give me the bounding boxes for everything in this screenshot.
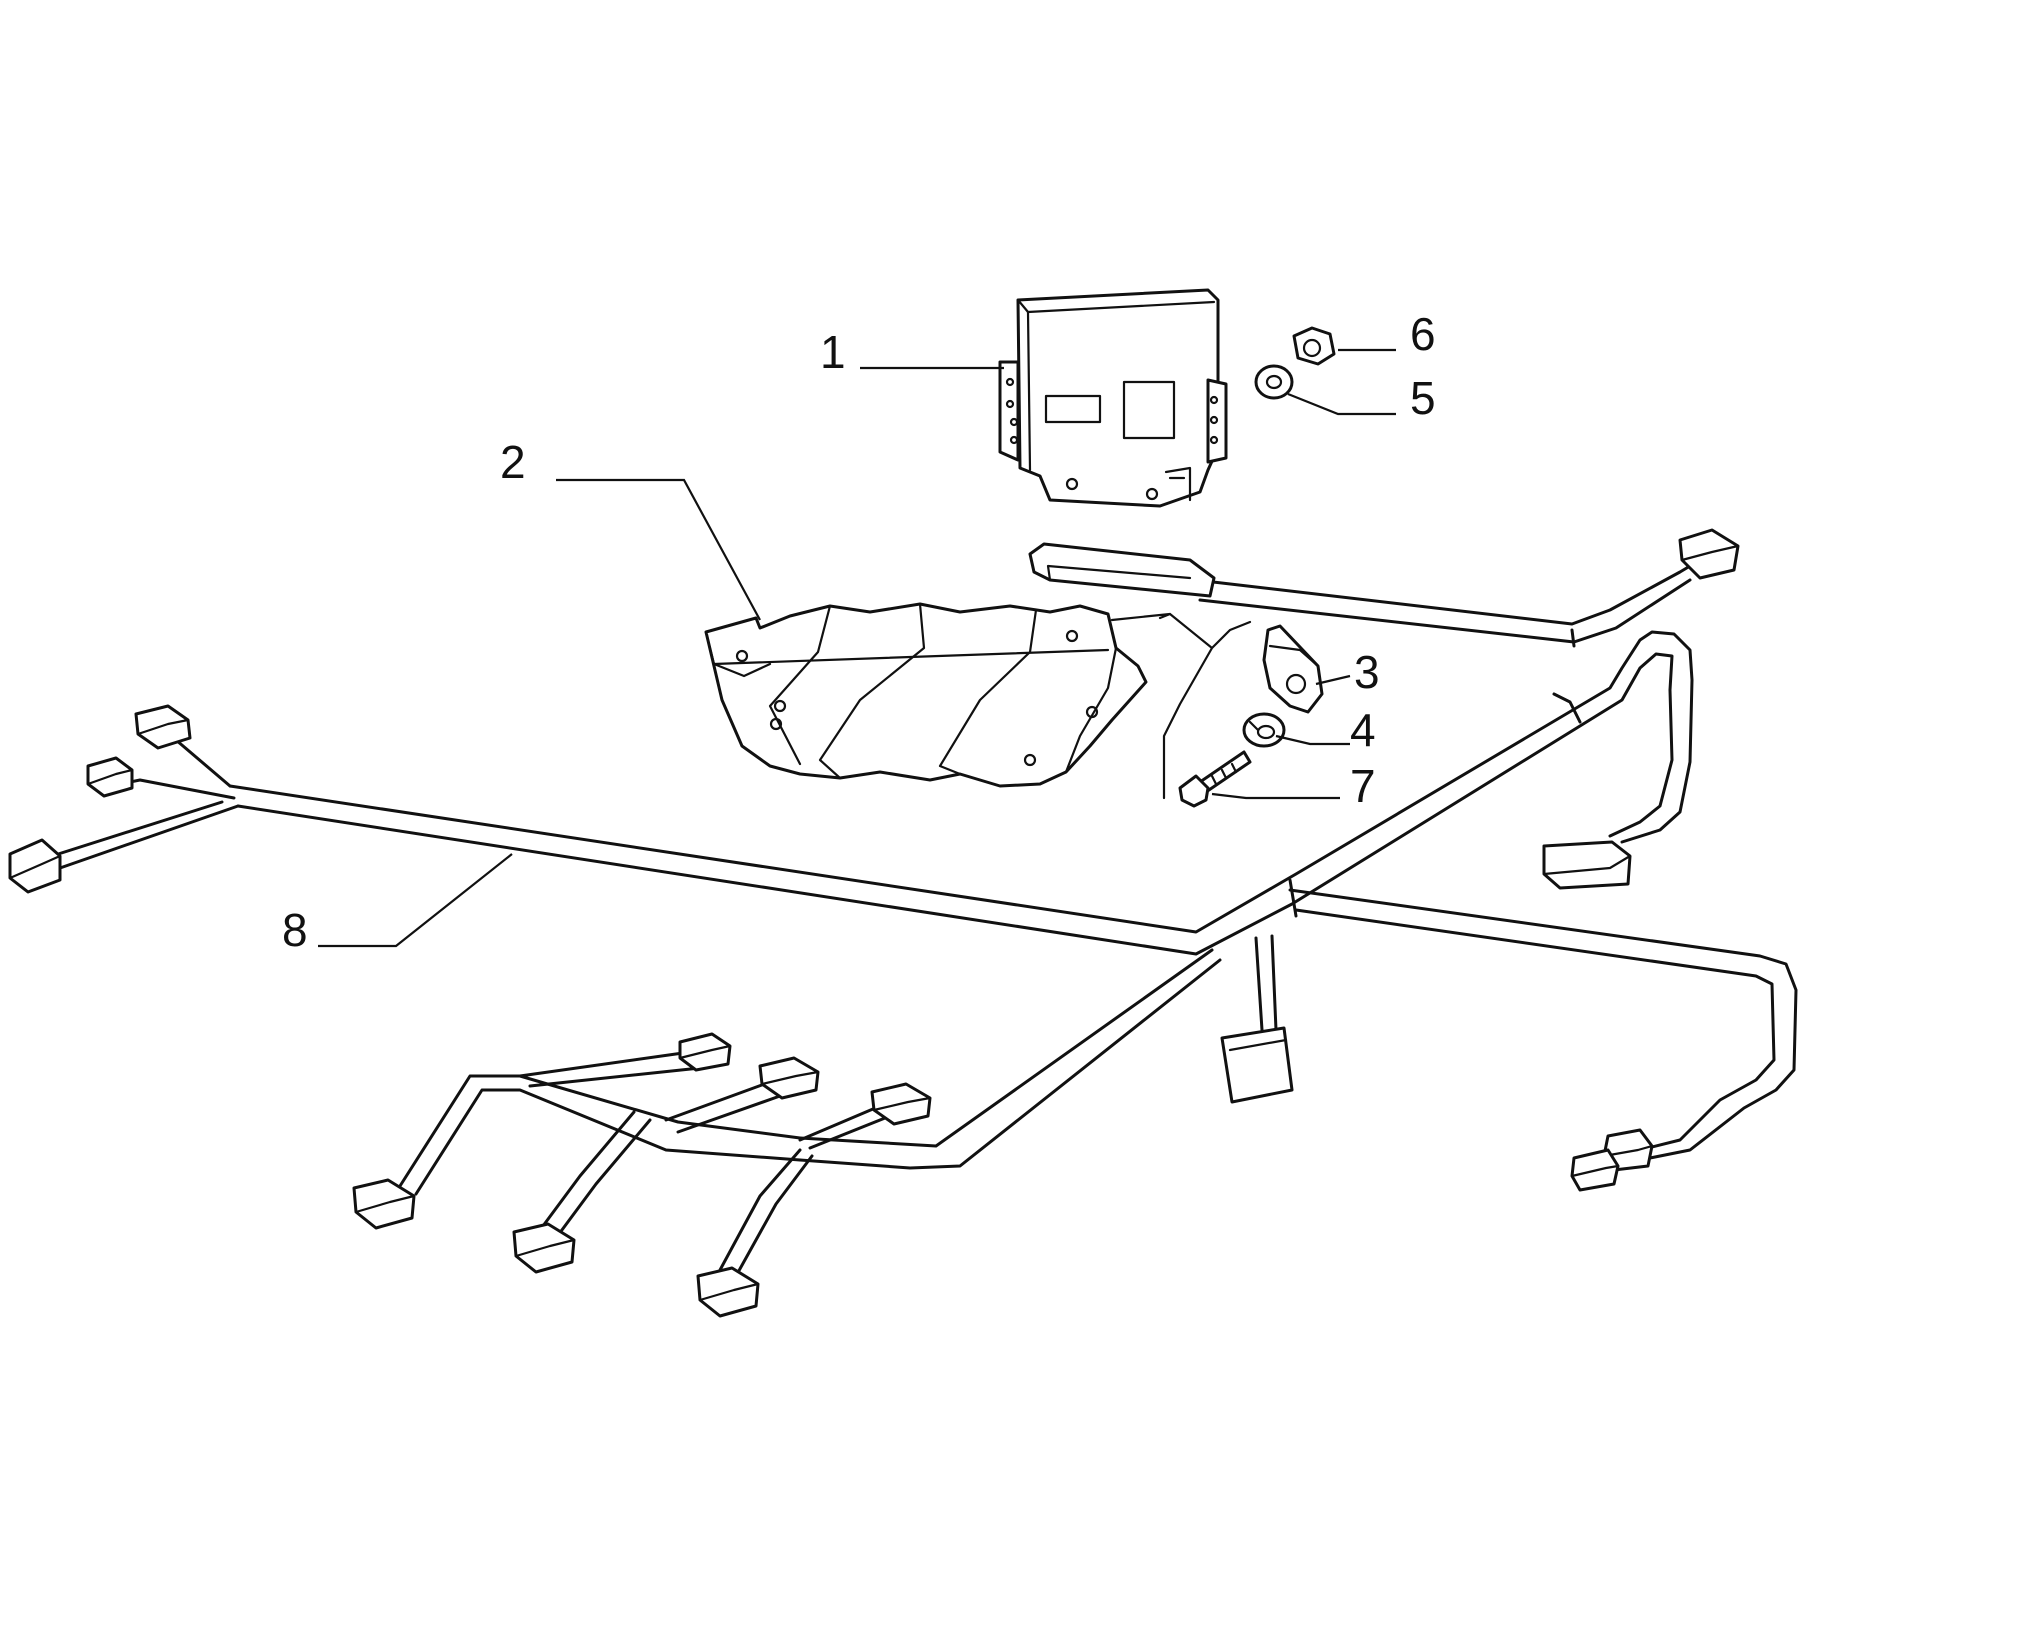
part-6-nut[interactable] [1292,326,1336,366]
harness-connector [696,1266,760,1318]
harness-connector [1678,528,1740,580]
callout-1: 1 [820,326,846,378]
callout-4: 4 [1350,704,1376,756]
part-3-clip-nut[interactable] [1262,624,1324,714]
callout-6: 6 [1410,308,1436,360]
harness-connector [8,838,62,894]
harness-connector [758,1056,820,1100]
harness-connector [134,704,192,750]
leader-lines [318,348,1396,948]
harness-connector [1028,542,1216,598]
part-8-wiring-harness[interactable] [8,528,1798,1318]
callout-5: 5 [1410,372,1436,424]
part-4-spring-washer[interactable] [1242,712,1286,748]
harness-connector [1220,1026,1294,1104]
part-1-control-unit[interactable] [998,288,1228,508]
part-2-mounting-bracket[interactable] [704,602,1148,788]
part-7-bolt[interactable] [1178,750,1252,808]
callout-2: 2 [500,436,526,488]
wire-loop [1110,612,1252,800]
harness-connector [870,1082,932,1126]
callout-7: 7 [1350,760,1376,812]
callout-8: 8 [282,904,308,956]
part-5-washer[interactable] [1254,364,1294,400]
harness-connector [1570,1148,1620,1192]
harness-connector [512,1222,576,1274]
harness-connector [86,756,134,798]
callout-labels: 1 2 3 4 5 6 7 8 [282,308,1436,956]
callout-3: 3 [1354,646,1380,698]
harness-connector [678,1032,732,1072]
harness-connector [352,1178,416,1230]
harness-connector [1542,840,1632,890]
